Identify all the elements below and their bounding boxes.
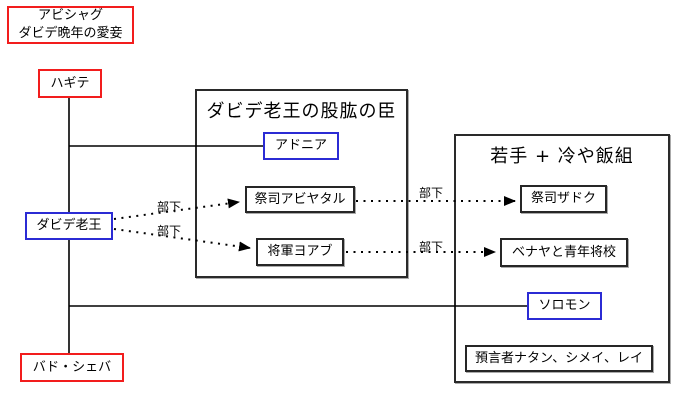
node-abiathar: 祭司アビヤタル — [245, 186, 355, 213]
edge-label-subordinate-3: 部下 — [419, 186, 444, 200]
node-benaiah-label: ベナヤと青年将校 — [511, 244, 616, 260]
node-david-label: ダビデ老王 — [36, 218, 102, 234]
node-hagite: ハギテ — [38, 69, 102, 98]
node-adonijah-label: アドニア — [274, 138, 327, 154]
node-solomon-label: ソロモン — [538, 298, 591, 314]
group-davids-retainers: ダビデ老王の股肱の臣 — [195, 89, 408, 278]
group-title-young: 若手 + 冷や飯組 — [490, 146, 634, 167]
node-prophets: 預言者ナタン、シメイ、レイ — [465, 345, 653, 372]
node-prophets-label: 預言者ナタン、シメイ、レイ — [475, 350, 643, 366]
node-hagite-label: ハギテ — [50, 75, 90, 91]
node-david: ダビデ老王 — [25, 212, 113, 240]
node-zadok-label: 祭司ザドク — [530, 191, 596, 207]
edge-label-subordinate-2: 部下 — [157, 224, 182, 238]
node-abishag-name: アビシャグ — [37, 8, 103, 24]
node-bathsheba: バド・シェバ — [20, 353, 124, 382]
edge-label-subordinate-1: 部下 — [157, 200, 182, 214]
node-abishag-note: ダビデ晩年の愛妾 — [18, 26, 123, 41]
group-young-and-outcasts: 若手 + 冷や飯組 — [454, 134, 670, 383]
node-benaiah: ベナヤと青年将校 — [500, 238, 628, 267]
node-joab: 将軍ヨアブ — [256, 238, 344, 266]
node-abiathar-label: 祭司アビヤタル — [254, 191, 346, 207]
node-solomon: ソロモン — [527, 292, 602, 320]
node-abishag: アビシャグ ダビデ晩年の愛妾 — [7, 6, 134, 44]
edge-label-subordinate-4: 部下 — [419, 240, 444, 254]
group-title-retainers: ダビデ老王の股肱の臣 — [206, 101, 397, 122]
node-adonijah: アドニア — [263, 132, 339, 160]
node-zadok: 祭司ザドク — [520, 185, 607, 213]
node-joab-label: 将軍ヨアブ — [267, 244, 333, 260]
node-bathsheba-label: バド・シェバ — [32, 359, 112, 375]
